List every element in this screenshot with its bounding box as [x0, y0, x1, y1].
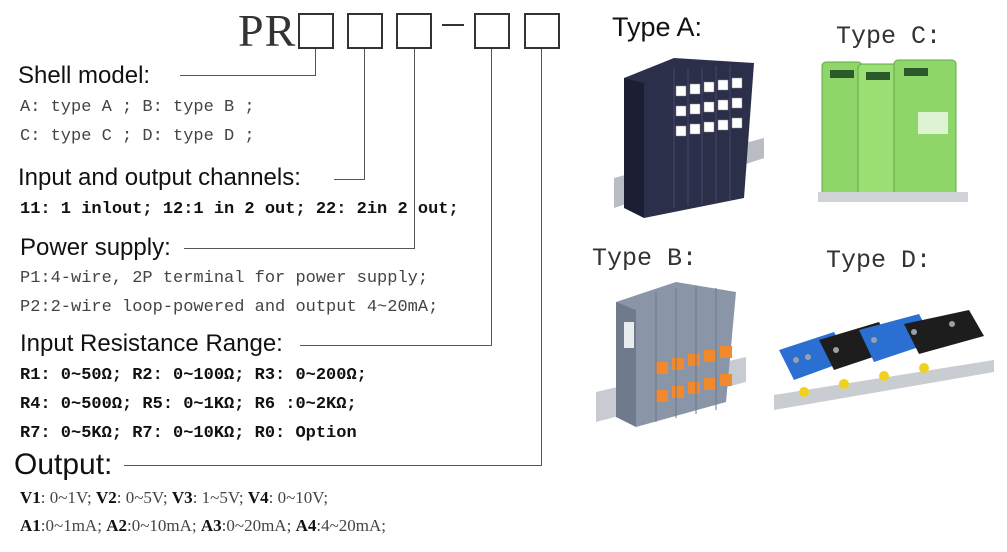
type-d-label: Type D: [826, 246, 932, 275]
type-a-product-image [614, 58, 764, 218]
shell-line-1: A: type A ; B: type B ; [20, 98, 255, 117]
output-a2-code: A2 [106, 516, 127, 535]
resistance-line-2: R4: 0~500Ω; R5: 0~1KΩ; R6 :0~2KΩ; [20, 395, 357, 414]
output-a3-code: A3 [200, 516, 222, 535]
leader-shell-v [315, 49, 316, 75]
type-b-label: Type B: [592, 244, 698, 273]
output-v1-code: V1 [20, 488, 41, 507]
output-a4-code: A4 [295, 516, 317, 535]
output-a1-range: :0~1mA; [40, 516, 107, 535]
resistance-line-1: R1: 0~50Ω; R2: 0~100Ω; R3: 0~200Ω; [20, 366, 367, 385]
output-a2-range: :0~10mA; [126, 516, 201, 535]
power-heading: Power supply: [20, 234, 171, 261]
shell-heading: Shell model: [18, 62, 151, 89]
type-a-label: Type A: [612, 12, 703, 42]
output-v3-code: V3 [171, 488, 193, 507]
output-v4-range: : 0~10V; [268, 488, 329, 507]
type-c-label: Type C: [836, 22, 942, 51]
leader-channels-h [334, 179, 365, 180]
output-v4-code: V4 [247, 488, 269, 507]
output-v1-range: : 0~1V; [40, 488, 96, 507]
type-b-product-image [596, 282, 746, 427]
power-line-2: P2:2-wire loop-powered and output 4~20mA… [20, 298, 439, 317]
type-d-product-image [774, 310, 994, 410]
leader-output-v [541, 49, 542, 465]
output-a3-range: :0~20mA; [221, 516, 296, 535]
output-heading: Output: [14, 448, 113, 481]
leader-shell-h [180, 75, 316, 76]
leader-channels-v [364, 49, 365, 179]
leader-resistance-h [300, 345, 492, 346]
leader-power-h [184, 248, 415, 249]
leader-power-v [414, 49, 415, 248]
code-slot-power [396, 13, 432, 49]
type-c-product-image [818, 59, 968, 202]
output-v3-range: : 1~5V; [192, 488, 248, 507]
code-slot-resistance [474, 13, 510, 49]
code-separator [442, 24, 464, 26]
leader-output-h [124, 465, 542, 466]
code-slot-channels [347, 13, 383, 49]
power-line-1: P1:4-wire, 2P terminal for power supply; [20, 269, 429, 288]
code-slot-shell [298, 13, 334, 49]
output-voltage-line: V1: 0~1V; V2: 0~5V; V3: 1~5V; V4: 0~10V; [20, 488, 328, 508]
output-current-line: A1:0~1mA; A2:0~10mA; A3:0~20mA; A4:4~20m… [20, 516, 386, 536]
output-a4-range: :4~20mA; [316, 516, 386, 535]
resistance-heading: Input Resistance Range: [20, 330, 283, 357]
output-a1-code: A1 [20, 516, 41, 535]
leader-resistance-v [491, 49, 492, 345]
resistance-line-3: R7: 0~5KΩ; R7: 0~10KΩ; R0: Option [20, 424, 357, 443]
output-v2-range: : 0~5V; [116, 488, 172, 507]
channels-line-1: 11: 1 inlout; 12:1 in 2 out; 22: 2in 2 o… [20, 200, 459, 219]
model-code-prefix: PR [238, 5, 297, 56]
shell-line-2: C: type C ; D: type D ; [20, 127, 255, 146]
channels-heading: Input and output channels: [18, 164, 301, 191]
output-v2-code: V2 [95, 488, 117, 507]
code-slot-output [524, 13, 560, 49]
